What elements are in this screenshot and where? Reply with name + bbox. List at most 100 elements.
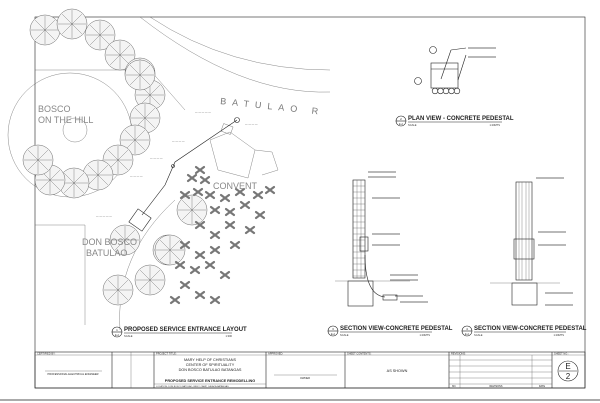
svg-text:— — — —: — — — — — [172, 140, 185, 143]
project-name: PROPOSED SERVICE ENTRANCE REMODELLING — [165, 379, 255, 383]
sheet-contents: AS SHOWN — [387, 369, 408, 373]
label-bosco: BOSCO — [38, 104, 71, 114]
title-block: CERTIFIED BY: PROFESSIONAL ELECTRICAL EN… — [34, 352, 586, 389]
shrub-icon — [186, 173, 198, 183]
shrub-icon — [219, 193, 231, 203]
shrub-icon — [174, 260, 186, 270]
shrub-icon — [239, 200, 251, 210]
shrub-icon — [229, 240, 241, 250]
shrub-icon — [209, 295, 221, 305]
sheet-contents-label: SHEET CONTENTS: — [347, 352, 372, 356]
svg-text:REVISIONS: REVISIONS — [489, 385, 502, 388]
sheet-no-label: SHEET NO.: — [554, 352, 569, 356]
shrub-icon — [194, 220, 206, 230]
svg-text:— — — —: — — — — — [130, 175, 143, 178]
tree-icon — [29, 14, 61, 46]
tree-icon — [22, 144, 54, 176]
shrub-icon — [179, 190, 191, 200]
tree-icon — [84, 19, 116, 51]
tree-icon — [56, 8, 88, 40]
project-location: LOCATION: DON BOSCO BATULAO, BRGY. CAMP,… — [156, 385, 229, 388]
conduit-icon — [442, 87, 450, 95]
svg-text:DATE: DATE — [539, 385, 546, 388]
tree-icon — [58, 167, 90, 199]
conduit-icon — [448, 87, 455, 95]
conduit-icon — [453, 87, 461, 95]
svg-text:1:20MTS: 1:20MTS — [553, 333, 564, 337]
sheet-number: 2 — [566, 372, 571, 381]
shrub-icon — [209, 245, 221, 255]
svg-text:E-2: E-2 — [399, 123, 404, 126]
shrub-icon — [224, 220, 236, 230]
tree-icon — [134, 264, 166, 296]
label-on-the-hill: ON THE HILL — [38, 115, 93, 125]
conduit-icon — [437, 87, 444, 95]
tree-icon — [176, 194, 208, 226]
shrub-icon — [192, 187, 204, 197]
shrub-icon — [169, 295, 181, 305]
site-plan: — — — — — — — — — — — — — — — — — — — — … — [7, 8, 331, 331]
svg-text:SCALE: SCALE — [124, 334, 133, 338]
approved-label: APPROVED: — [268, 352, 283, 356]
svg-text:PLAN VIEW - CONCRETE PEDESTAL: PLAN VIEW - CONCRETE PEDESTAL — [408, 116, 514, 122]
section-3-drawing — [335, 179, 410, 307]
svg-text:PROPOSED SERVICE ENTRANCE LAYO: PROPOSED SERVICE ENTRANCE LAYOUT — [124, 327, 247, 333]
certified-by-label: CERTIFIED BY: — [37, 352, 56, 356]
svg-text:SCALE: SCALE — [474, 333, 483, 337]
shrub-icon — [204, 190, 216, 200]
shrub-icon — [219, 270, 231, 280]
plan-view-drawing — [414, 46, 467, 95]
convent-building — [209, 131, 256, 179]
tree-icon — [154, 234, 186, 266]
shrub-icon — [189, 265, 201, 275]
shrub-icon — [254, 210, 266, 220]
svg-text:E-2: E-2 — [115, 334, 120, 337]
shrub-icon — [244, 225, 256, 235]
shrub-icon — [204, 260, 216, 270]
revisions-label: REVISIONS: — [451, 352, 466, 356]
shrub-icon — [209, 205, 221, 215]
svg-text:E-2: E-2 — [465, 333, 470, 336]
svg-text:SECTION VIEW-CONCRETE PEDESTAL: SECTION VIEW-CONCRETE PEDESTAL — [474, 326, 587, 332]
shrub-icon — [194, 290, 206, 300]
shrub-icon — [179, 280, 191, 290]
view-title-section-4: 4 E-2 SECTION VIEW-CONCRETE PEDESTAL SCA… — [461, 325, 587, 337]
project-title-label: PROJECT TITLE: — [156, 352, 177, 356]
shrub-icon — [209, 230, 221, 240]
svg-text:1: 1 — [116, 328, 118, 332]
label-road: BATULAO R — [220, 96, 325, 117]
sheet-letter: E — [565, 362, 570, 371]
engineer-label: PROFESSIONAL ELECTRICAL ENGINEER — [48, 372, 99, 376]
shrub-icon — [252, 190, 264, 200]
conduit-icon — [431, 87, 439, 95]
shrub-icon — [194, 250, 206, 260]
tree-icon — [102, 274, 134, 306]
shrub-icon — [179, 240, 191, 250]
shrub-icon — [199, 175, 211, 185]
svg-text:— — — —: — — — — — [150, 157, 163, 160]
label-batulao: BATULAO — [86, 248, 127, 258]
svg-text:E-2: E-2 — [331, 333, 336, 336]
shrub-icon — [264, 185, 276, 195]
project-line-1: MARY HELP OF CHRISTIANS — [184, 358, 237, 362]
svg-text:1:20MTS: 1:20MTS — [419, 333, 430, 337]
section-4-drawing — [490, 181, 560, 306]
svg-text:2: 2 — [400, 117, 402, 121]
shrub-icon — [224, 207, 236, 217]
sheet-number-bubble — [557, 360, 579, 382]
tree-icon — [124, 59, 156, 91]
svg-text:SCALE: SCALE — [408, 123, 417, 127]
view-title-plan-view: 2 E-2 PLAN VIEW - CONCRETE PEDESTAL SCAL… — [395, 115, 514, 127]
svg-text:NO.: NO. — [452, 385, 457, 388]
svg-text:— — — — —: — — — — — — [195, 111, 211, 114]
service-pedestal — [128, 208, 152, 232]
label-convent: CONVENT — [213, 181, 258, 191]
tree-icon — [109, 224, 141, 256]
svg-text:SCALE: SCALE — [340, 333, 349, 337]
svg-text:4: 4 — [466, 327, 468, 331]
utility-pole — [234, 117, 240, 123]
sheet-border — [34, 16, 586, 389]
svg-text:— — — —: — — — — — [245, 123, 258, 126]
view-title-section-3: 3 E-2 SECTION VIEW-CONCRETE PEDESTAL SCA… — [327, 325, 453, 337]
tree-icon — [104, 39, 136, 71]
